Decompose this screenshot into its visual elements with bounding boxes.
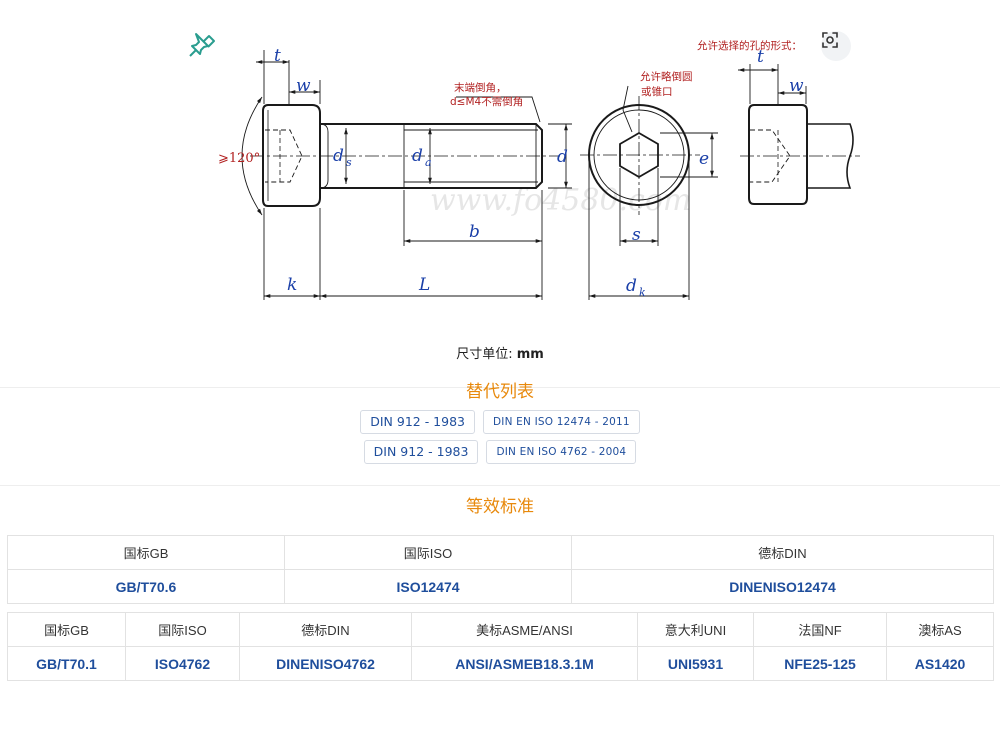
standard-link[interactable]: NFE25-125 [753, 646, 887, 681]
pin-icon[interactable] [188, 30, 218, 60]
angle-label: ⩾120° [218, 151, 260, 166]
table-header-cell: 德标DIN [571, 535, 994, 570]
table-header-cell: 意大利UNI [637, 612, 754, 647]
hole-form-view [738, 64, 860, 205]
divider [0, 387, 1000, 388]
bolt-drawing: www.fo4580.com ⩾120° [0, 0, 1000, 320]
standard-link[interactable]: DINENISO12474 [571, 569, 994, 604]
fillet-note-1: 允许略倒圆 [640, 70, 693, 83]
alternative-chip[interactable]: DIN EN ISO 12474 - 2011 [483, 410, 640, 434]
table-header-cell: 国标GB [7, 535, 285, 570]
chamfer-note-2: d≤M4不需倒角 [450, 96, 523, 108]
table-row: GB/T70.6 ISO12474 DINENISO12474 [7, 569, 994, 604]
table-header-cell: 国际ISO [125, 612, 240, 647]
alternative-chip[interactable]: DIN 912 - 1983 [360, 410, 475, 434]
standard-link[interactable]: DINENISO4762 [239, 646, 412, 681]
alternatives-row-2: DIN 912 - 1983 DIN EN ISO 4762 - 2004 [0, 440, 1000, 464]
dim-L: L [418, 275, 430, 295]
table-header-cell: 国际ISO [284, 535, 572, 570]
standard-link[interactable]: ISO4762 [125, 646, 240, 681]
standard-link[interactable]: AS1420 [886, 646, 994, 681]
unit-line: 尺寸单位: mm [0, 343, 1000, 362]
alternatives-row-1: DIN 912 - 1983 DIN EN ISO 12474 - 2011 [0, 410, 1000, 434]
drawing-canvas: www.fo4580.com ⩾120° [218, 39, 860, 300]
dim-w: w [296, 76, 311, 96]
table-header-row: 国标GB 国际ISO 德标DIN [7, 535, 994, 570]
standard-link[interactable]: ISO12474 [284, 569, 572, 604]
standard-link[interactable]: GB/T70.6 [7, 569, 285, 604]
standard-link[interactable]: GB/T70.1 [7, 646, 126, 681]
table-row: GB/T70.1 ISO4762 DINENISO4762 ANSI/ASMEB… [7, 646, 994, 681]
visual-search-button[interactable] [821, 31, 851, 61]
standard-link[interactable]: ANSI/ASMEB18.3.1M [411, 646, 638, 681]
scan-icon [822, 32, 838, 48]
unit-label: 尺寸单位: [456, 347, 517, 362]
dim-da: d [412, 146, 423, 166]
dim-b: b [469, 222, 480, 242]
dim-e: e [699, 149, 709, 169]
equivalents-table-1: 国标GB 国际ISO 德标DIN GB/T70.6 ISO12474 DINEN… [7, 535, 994, 604]
side-view [241, 96, 560, 216]
equivalents-table-2: 国标GB 国际ISO 德标DIN 美标ASME/ANSI 意大利UNI 法国NF… [7, 612, 994, 681]
end-view [580, 85, 718, 300]
dim-d: d [557, 147, 568, 167]
alternative-chip[interactable]: DIN 912 - 1983 [363, 440, 479, 464]
table-header-row: 国标GB 国际ISO 德标DIN 美标ASME/ANSI 意大利UNI 法国NF… [7, 612, 994, 647]
dim-s: s [632, 225, 641, 245]
holes-note: 允许选择的孔的形式： [697, 39, 802, 52]
dim-w-alt: w [789, 76, 804, 96]
dim-dk-sub: k [639, 286, 646, 299]
table-header-cell: 国标GB [7, 612, 126, 647]
dim-ds-sub: s [346, 156, 352, 169]
dim-ds: d [333, 146, 344, 166]
chamfer-note-1: 末端倒角， [454, 81, 507, 94]
standard-link[interactable]: UNI5931 [637, 646, 754, 681]
equivalents-title: 等效标准 [466, 497, 534, 517]
dim-t: t [274, 46, 281, 66]
divider [0, 485, 1000, 486]
dim-k: k [287, 275, 297, 295]
alternatives-title: 替代列表 [466, 382, 534, 402]
fillet-note-2: 或锥口 [641, 86, 673, 98]
unit-value: mm [516, 347, 544, 362]
dim-dk: d [626, 276, 637, 296]
table-header-cell: 美标ASME/ANSI [411, 612, 638, 647]
table-header-cell: 德标DIN [239, 612, 412, 647]
table-header-cell: 澳标AS [886, 612, 994, 647]
dim-da-sub: a [425, 156, 432, 169]
alternative-chip[interactable]: DIN EN ISO 4762 - 2004 [486, 440, 637, 464]
dim-t-alt: t [757, 47, 764, 67]
table-header-cell: 法国NF [753, 612, 887, 647]
